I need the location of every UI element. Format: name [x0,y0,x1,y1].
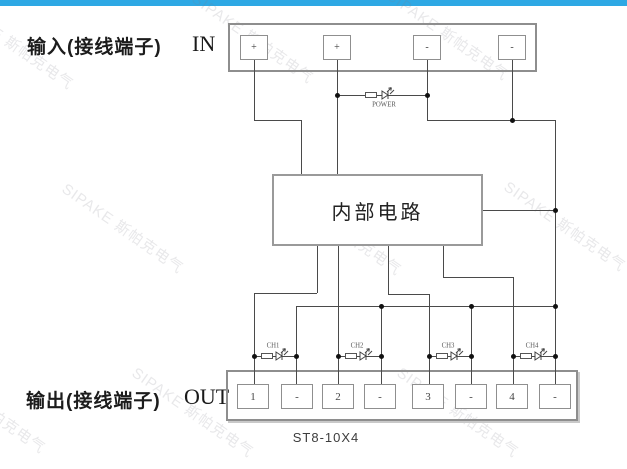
watermark: SIPAKE 斯帕克电气 [58,180,187,278]
wire [443,246,444,277]
led-icon [534,347,548,361]
channel-indicator-label: CH3 [441,341,455,350]
junction-dot [294,354,299,359]
wire [555,120,556,384]
wire [254,293,255,384]
wire [427,60,428,120]
output-terminal-6: - [455,384,487,409]
input-terminal-4: - [498,35,526,60]
wire [429,294,430,384]
resistor-symbol [365,92,377,98]
junction-dot [335,93,340,98]
resistor-symbol [520,353,532,359]
wire [381,306,382,384]
wire [471,306,472,384]
wire [483,210,555,211]
junction-dot [427,354,432,359]
wire [337,60,338,174]
input-section-label: 输入(接线端子) [27,37,162,58]
input-terminal-2: + [323,35,351,60]
channel-indicator-label: CH1 [266,341,280,350]
wire [388,294,429,295]
input-tag: IN [192,31,216,56]
led-icon [381,86,395,100]
led-icon [359,347,373,361]
wire [338,246,339,384]
power-indicator-label: POWER [372,100,396,109]
watermark: SIPAKE 斯帕克电气 [500,178,627,276]
wire [429,356,471,357]
led-icon [275,347,289,361]
wire [443,277,513,278]
resistor-symbol [261,353,273,359]
internal-circuit-box: 内部电路 [272,174,483,246]
wire [301,120,302,174]
input-terminal-3: - [413,35,441,60]
top-accent-bar [0,0,627,6]
junction-dot [511,354,516,359]
output-terminal-block [226,370,578,421]
wire [317,246,318,293]
output-terminal-7: 4 [496,384,528,409]
output-section-label: 输出(接线端子) [26,391,161,412]
wire [512,60,513,120]
wire [513,356,555,357]
junction-dot [510,118,515,123]
junction-dot [469,304,474,309]
junction-dot [469,354,474,359]
junction-dot [553,354,558,359]
junction-dot [252,354,257,359]
junction-dot [553,304,558,309]
model-label: ST8-10X4 [292,430,360,445]
wire [296,306,555,307]
wire [254,60,255,120]
output-terminal-1: 1 [237,384,269,409]
junction-dot [379,304,384,309]
channel-indicator-label: CH2 [350,341,364,350]
output-terminal-3: 2 [322,384,354,409]
input-terminal-1: + [240,35,268,60]
input-terminal-block [228,23,537,72]
wire [513,277,514,384]
wire [254,293,317,294]
junction-dot [336,354,341,359]
junction-dot [379,354,384,359]
wire [254,356,296,357]
wire [296,306,297,384]
wire [427,120,555,121]
output-terminal-8: - [539,384,571,409]
junction-dot [425,93,430,98]
resistor-symbol [436,353,448,359]
internal-circuit-label: 内部电路 [331,201,424,224]
output-terminal-2: - [281,384,313,409]
wire [388,246,389,294]
wire [254,120,302,121]
junction-dot [553,208,558,213]
channel-indicator-label: CH4 [525,341,539,350]
output-tag: OUT [184,384,230,409]
resistor-symbol [345,353,357,359]
output-terminal-5: 3 [412,384,444,409]
output-terminal-4: - [364,384,396,409]
led-icon [450,347,464,361]
